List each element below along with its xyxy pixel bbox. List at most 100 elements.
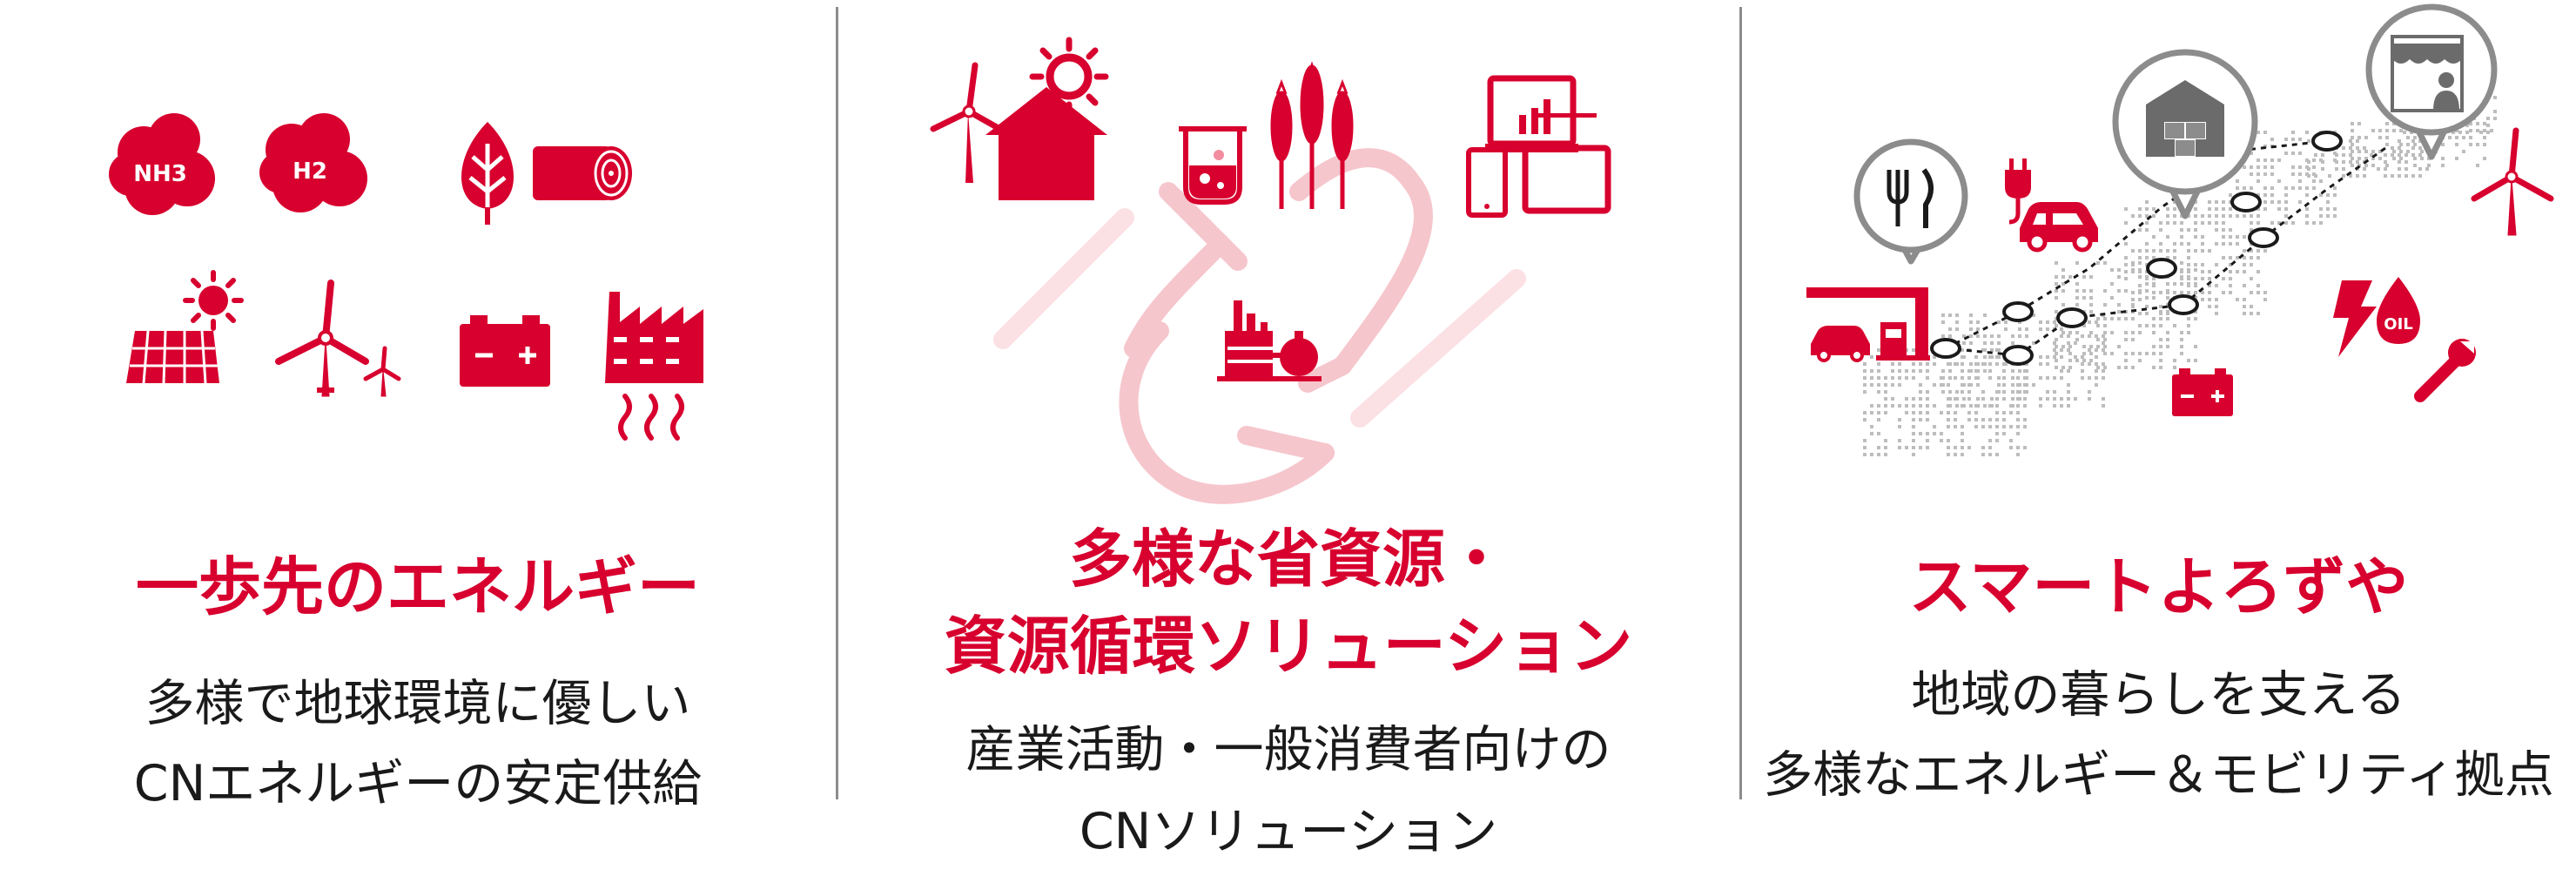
map-dot [1969,404,1973,408]
map-dot [1976,404,1980,408]
map-dot [2277,207,2281,211]
map-dot [2284,193,2288,197]
map-dot [1863,418,1866,421]
map-dot [2011,369,2014,373]
map-dot [2096,345,2100,348]
map-dot [2053,390,2056,394]
map-dot [2055,352,2058,355]
map-dot [2250,249,2253,253]
map-dot [2486,117,2490,120]
map-dot [2243,298,2246,301]
map-dot [2180,270,2183,273]
map-dot [2152,284,2156,287]
map-dot [2201,263,2204,266]
map-dot [2411,174,2415,178]
map-dot [2277,158,2281,162]
map-dot [2398,167,2401,171]
map-dot [1891,376,1894,380]
map-dot [1961,376,1964,380]
map-dot [2074,355,2077,359]
map-dot [2215,214,2218,218]
map-dot [1990,341,1994,345]
map-dot [2208,200,2211,204]
map-dot [2371,129,2375,132]
map-dot [2208,305,2211,308]
map-dot [1976,362,1980,366]
map-dot [2236,242,2239,246]
mobility-icons: OIL [1806,3,2554,456]
map-dot [2229,270,2232,273]
map-dot [2364,157,2368,160]
map-dot [2117,268,2121,272]
map-dot [2250,305,2253,308]
plant-icon [1217,300,1322,381]
map-dot [2326,214,2330,218]
map-dot [2061,289,2065,293]
map-dot [2377,167,2380,171]
map-dot [2236,214,2239,218]
map-dot [2319,221,2323,225]
map-dot [2053,376,2056,380]
map-dot [2095,355,2098,359]
map-dot [2110,352,2114,355]
map-dot [2363,167,2366,171]
map-dot [2263,291,2267,294]
map-dot [2321,167,2324,171]
map-dot [2081,369,2084,373]
map-dot [1948,362,1952,366]
map-dot [2378,136,2382,139]
map-dot [2103,331,2107,334]
map-dot [2378,129,2382,132]
map-dot [2455,143,2458,146]
map-dot [1919,418,1922,421]
map-dot [1988,446,1992,449]
map-dot [1961,439,1964,442]
map-dot [2215,228,2218,232]
map-dot [1926,376,1929,380]
map-dot [2298,172,2302,176]
map-dot [1967,390,1971,394]
map-dot [2250,256,2253,260]
map-dot [2201,298,2204,301]
panel-energy: NH3 H2 [0,0,836,883]
map-dot [1983,369,1987,373]
map-dot [2291,138,2295,141]
map-dot [2180,228,2183,232]
map-dot [2055,289,2058,293]
map-dot [1863,453,1866,456]
heading-line: 多様な省資源・ [1068,522,1508,596]
map-dot [2053,404,2056,408]
map-dot [1969,369,1973,373]
desc-line: CNエネルギーの安定供給 [133,755,703,812]
map-dot [2103,261,2107,265]
map-dot [2187,256,2190,260]
map-dot [2357,136,2361,139]
map-dot [2124,263,2128,266]
map-dot [2117,366,2121,369]
map-dot [2493,96,2497,99]
map-dot [2493,117,2497,120]
map-dot [1995,411,1999,415]
map-dot [2215,242,2218,246]
map-dot [1983,313,1987,317]
map-dot [2152,214,2156,218]
map-dot [2263,249,2267,253]
map-dot [2406,136,2410,139]
map-dot [2194,214,2197,218]
map-dot [2180,331,2183,334]
map-dot [2201,221,2204,225]
map-dot [1995,418,1999,421]
map-dot [2124,221,2128,225]
map-dot [2166,338,2169,341]
map-dot [2420,157,2424,160]
map-dot [2145,207,2149,211]
map-dot [2088,362,2091,366]
map-dot [2194,345,2197,348]
map-dot [2046,355,2049,359]
map-dot [1870,411,1873,415]
map-dot [2194,235,2197,239]
map-dot [2131,263,2135,266]
map-dot [2152,324,2156,327]
warehouse-pin-icon [2112,49,2258,219]
divider [836,7,838,799]
